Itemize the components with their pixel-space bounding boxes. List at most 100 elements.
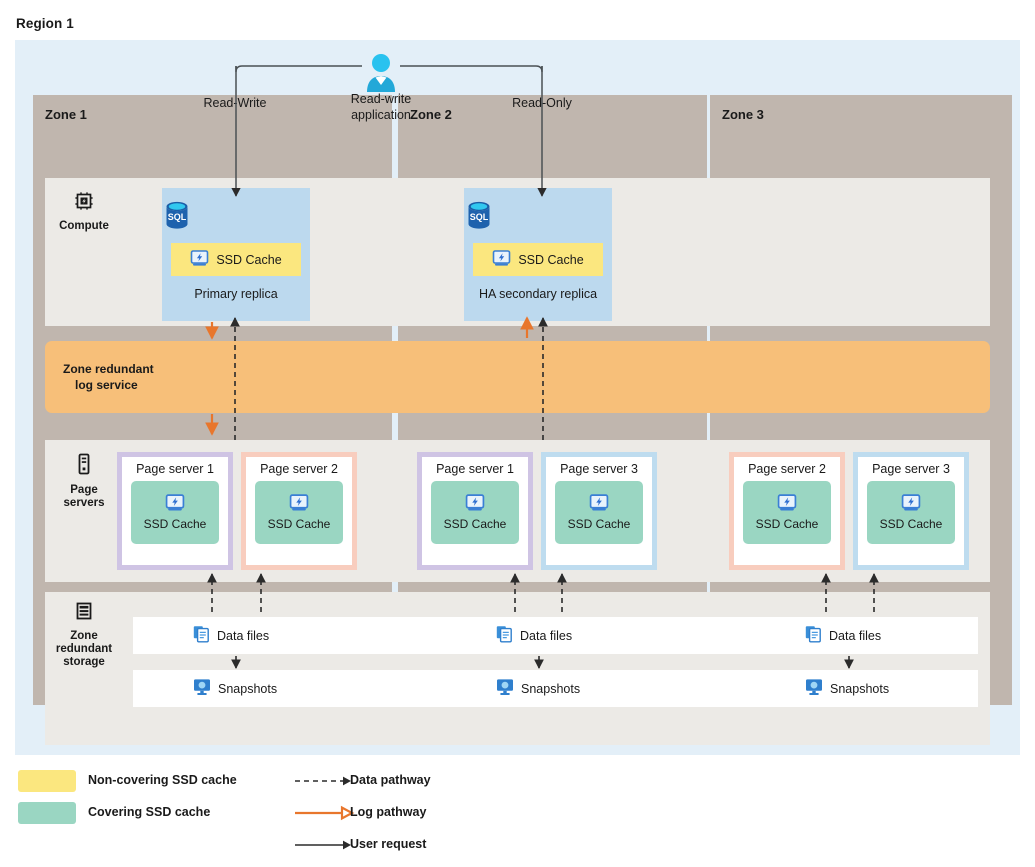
zone-3-header: Zone 3 (722, 106, 764, 122)
page-server-title: Page server 3 (560, 462, 638, 476)
page-server-ssd-cache: SSD Cache (867, 481, 955, 544)
page-servers-row-label-line2: servers (63, 497, 105, 509)
snapshots-label: Snapshots (521, 681, 581, 696)
page-server-card-2[interactable]: Page server 2 SSD Cache (241, 452, 357, 570)
ha-secondary-replica-card[interactable]: SQL SSD Cache HA secondary replica (464, 188, 612, 321)
data-files-item-zone2: Data files (496, 617, 572, 654)
app-label-line1: Read-write (350, 92, 412, 106)
ssd-disk-icon (901, 494, 921, 515)
cpu-chip-icon (45, 190, 123, 216)
ssd-disk-icon (465, 494, 485, 515)
ssd-disk-icon (589, 494, 609, 515)
primary-replica-cache-label: SSD Cache (216, 252, 282, 267)
legend-arrow-log-pathway-icon (295, 805, 355, 821)
compute-row-label: Compute (45, 190, 123, 233)
legend: Non-covering SSD cache Covering SSD cach… (0, 760, 1035, 860)
snapshots-item-zone2: Snapshots (496, 670, 580, 707)
ha-secondary-replica-caption: HA secondary replica (478, 287, 598, 301)
page-server-card-3[interactable]: Page server 1 SSD Cache (417, 452, 533, 570)
zone-1-header: Zone 1 (45, 106, 87, 122)
page-server-title: Page server 2 (260, 462, 338, 476)
page-server-title: Page server 2 (748, 462, 826, 476)
primary-replica-caption: Primary replica (194, 287, 278, 301)
storage-stack-icon (45, 600, 123, 626)
page-server-cache-label: SSD Cache (443, 517, 507, 531)
data-files-item-zone1: Data files (193, 617, 269, 654)
svg-text:SQL: SQL (470, 212, 489, 222)
snapshot-monitor-icon (496, 678, 514, 699)
snapshots-item-zone1: Snapshots (193, 670, 277, 707)
snapshots-label: Snapshots (830, 681, 890, 696)
ssd-disk-icon (289, 494, 309, 515)
page-server-ssd-cache: SSD Cache (431, 481, 519, 544)
storage-row-label-line1: Zone (70, 630, 98, 642)
page-server-cache-label: SSD Cache (755, 517, 819, 531)
ssd-disk-icon (190, 249, 209, 270)
legend-label-log-pathway: Log pathway (350, 805, 427, 819)
log-service-line2: log service (75, 378, 138, 392)
ssd-disk-icon (492, 249, 511, 270)
data-files-row: Data files Data files Data files (133, 617, 978, 654)
zone-redundant-log-service: Zone redundant log service (45, 341, 990, 413)
sql-database-icon: SQL (464, 199, 612, 238)
data-files-label: Data files (520, 628, 573, 643)
legend-swatch-covering (18, 802, 76, 824)
snapshot-monitor-icon (805, 678, 823, 699)
storage-row-label-line2: redundant (55, 643, 113, 655)
documents-icon (496, 625, 513, 646)
page-server-ssd-cache: SSD Cache (555, 481, 643, 544)
page-server-title: Page server 1 (436, 462, 514, 476)
compute-row-label-text: Compute (59, 220, 109, 232)
page-server-cache-label: SSD Cache (143, 517, 207, 531)
sql-database-icon: SQL (162, 199, 310, 238)
page-server-ssd-cache: SSD Cache (743, 481, 831, 544)
page-server-card-6[interactable]: Page server 3 SSD Cache (853, 452, 969, 570)
read-write-path-label: Read-Write (203, 96, 267, 110)
page-server-ssd-cache: SSD Cache (131, 481, 219, 544)
page-title: Region 1 (16, 16, 74, 31)
snapshots-item-zone3: Snapshots (805, 670, 889, 707)
page-server-card-1[interactable]: Page server 1 SSD Cache (117, 452, 233, 570)
ha-secondary-replica-ssd-cache: SSD Cache (473, 243, 603, 276)
legend-label-data-pathway: Data pathway (350, 773, 431, 787)
ssd-disk-icon (165, 494, 185, 515)
data-files-label: Data files (829, 628, 882, 643)
page-server-title: Page server 3 (872, 462, 950, 476)
page-server-cache-label: SSD Cache (567, 517, 631, 531)
page-servers-row-label: Page servers (45, 452, 123, 510)
read-write-application-label: Read-write application (325, 91, 437, 123)
data-files-item-zone3: Data files (805, 617, 881, 654)
legend-arrow-data-pathway-icon (295, 776, 351, 786)
snapshots-label: Snapshots (218, 681, 278, 696)
documents-icon (193, 625, 210, 646)
storage-row-label-line3: storage (63, 656, 105, 668)
page-server-cache-label: SSD Cache (879, 517, 943, 531)
page-server-ssd-cache: SSD Cache (255, 481, 343, 544)
server-rack-icon (45, 452, 123, 480)
legend-label-covering: Covering SSD cache (88, 805, 211, 819)
documents-icon (805, 625, 822, 646)
storage-row-label: Zone redundant storage (45, 600, 123, 669)
legend-label-non-covering: Non-covering SSD cache (88, 773, 237, 787)
legend-swatch-non-covering (18, 770, 76, 792)
storage-band (45, 592, 990, 745)
page-servers-row-label-line1: Page (70, 484, 98, 496)
ssd-disk-icon (777, 494, 797, 515)
svg-text:SQL: SQL (168, 212, 187, 222)
data-files-label: Data files (217, 628, 270, 643)
primary-replica-ssd-cache: SSD Cache (171, 243, 301, 276)
read-only-path-label: Read-Only (512, 96, 572, 110)
legend-arrow-user-request-icon (295, 840, 351, 850)
ha-secondary-replica-cache-label: SSD Cache (518, 252, 584, 267)
zone-2-header: Zone 2 (410, 106, 452, 122)
log-service-line1: Zone redundant (63, 362, 154, 376)
snapshot-monitor-icon (193, 678, 211, 699)
page-server-card-4[interactable]: Page server 3 SSD Cache (541, 452, 657, 570)
page-server-cache-label: SSD Cache (267, 517, 331, 531)
page-server-title: Page server 1 (136, 462, 214, 476)
read-write-application-icon (362, 52, 400, 97)
page-server-card-5[interactable]: Page server 2 SSD Cache (729, 452, 845, 570)
app-label-line2: application (351, 108, 411, 122)
legend-label-user-request: User request (350, 837, 427, 851)
primary-replica-card[interactable]: SQL SSD Cache Primary replica (162, 188, 310, 321)
